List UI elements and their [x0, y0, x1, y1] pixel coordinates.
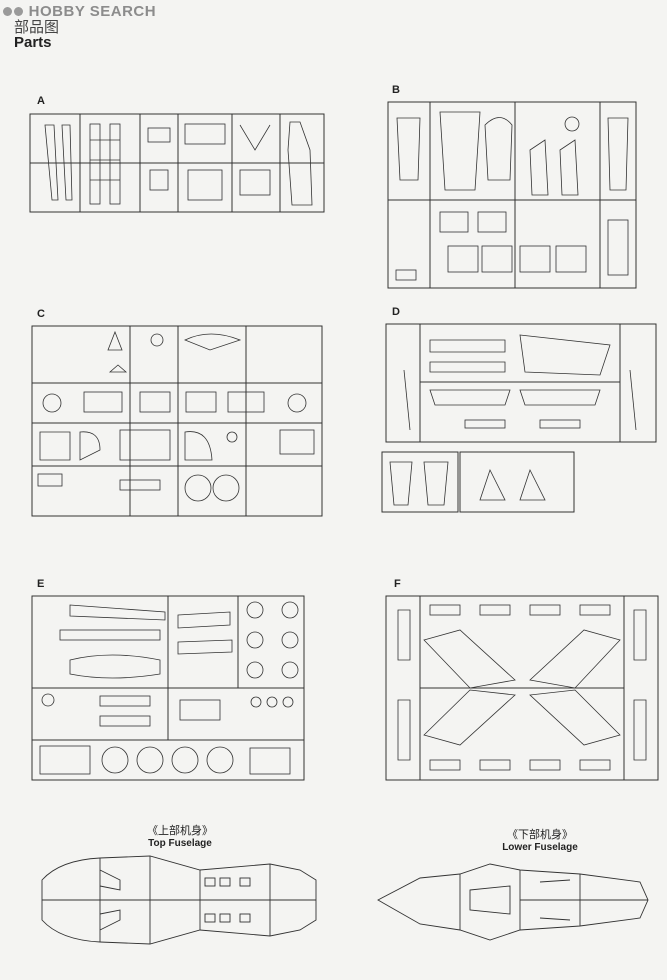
sprue-e-parts [39, 601, 299, 775]
sprue-e-frame [31, 595, 305, 781]
watermark: HOBBY SEARCH [2, 3, 156, 20]
sprue-f-frame [385, 595, 659, 781]
top-fuselage-caption-cn: 《上部机身》 [147, 824, 213, 837]
top-fuselage-caption-en: Top Fuselage [148, 838, 212, 849]
sprue-a-frame [29, 113, 325, 213]
sprue-label-c: C [37, 308, 45, 320]
page-title: Parts [14, 34, 52, 51]
sprue-f-parts [397, 604, 647, 771]
lower-fuselage-caption-cn: 《下部机身》 [507, 828, 573, 841]
lower-fuselage-drawing [377, 863, 649, 941]
title-chinese: 部品图 [14, 18, 60, 36]
sprue-label-a: A [37, 95, 45, 107]
lower-fuselage-caption-en: Lower Fuselage [502, 842, 578, 853]
sprue-c-parts [37, 330, 315, 502]
sprue-c-frame [31, 325, 323, 517]
sprue-label-b: B [392, 84, 400, 96]
sprue-d-frame [381, 323, 657, 513]
sprue-a-parts [44, 121, 313, 206]
lower-fuselage-caption: 《下部机身》 Lower Fuselage [480, 826, 600, 853]
sprue-label-e: E [37, 578, 45, 590]
top-fuselage-caption: 《上部机身》 Top Fuselage [120, 822, 240, 849]
watermark-text: HOBBY SEARCH [28, 3, 157, 20]
watermark-logo-icon [2, 3, 24, 20]
sprue-label-f: F [394, 578, 401, 590]
top-fuselage-drawing [41, 855, 317, 945]
sprue-b-parts [395, 111, 629, 281]
sprue-label-d: D [392, 306, 400, 318]
sprue-b-frame [387, 101, 637, 289]
sprue-d-parts [389, 334, 637, 506]
